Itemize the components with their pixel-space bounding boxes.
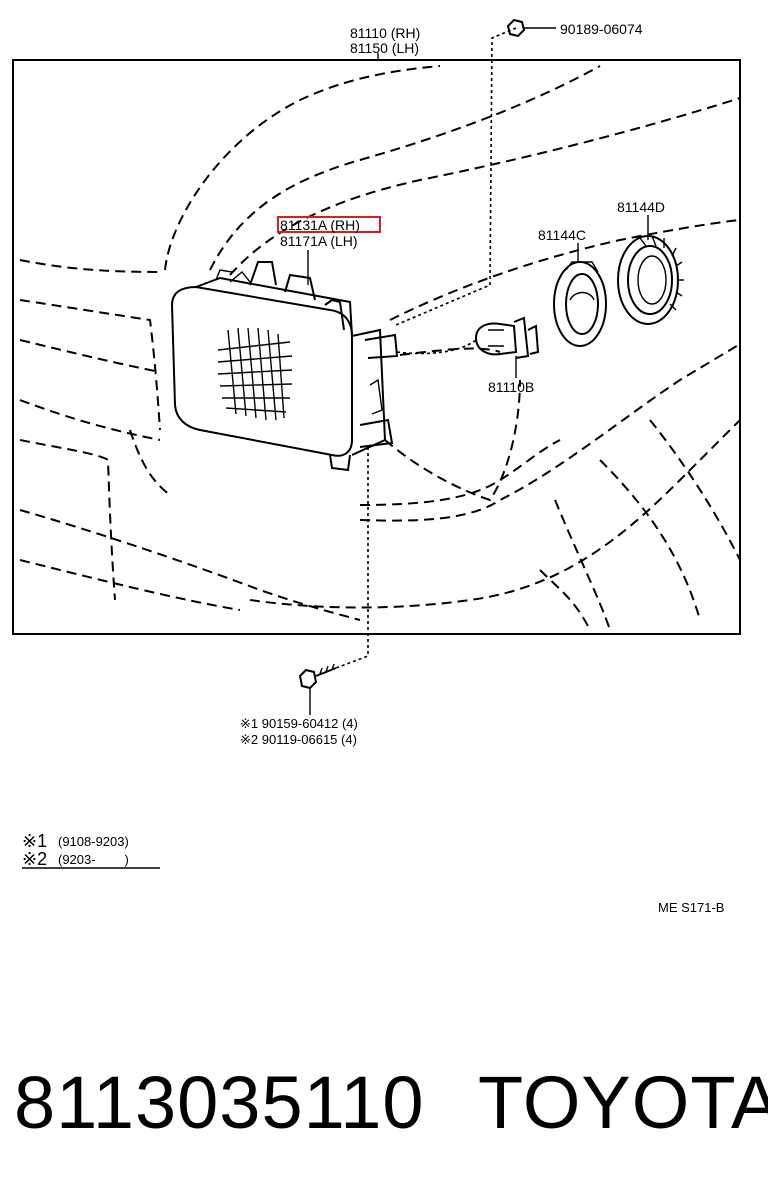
label-bolt-2: ※2 90119-06615 (4) [240,732,357,747]
dust-cover [617,235,684,325]
legend-mark-2: ※2 [22,849,47,869]
label-bulb: 81110B [488,379,534,395]
legend: ※1 (9108-9203) ※2 (9203- ) [22,831,160,869]
diagram-frame [12,59,741,635]
vehicle-body-outline [19,65,741,631]
socket-ring [553,261,607,347]
bulb [474,316,540,359]
legend-range-2: (9203- ) [58,852,129,867]
headlamp-unit [170,261,399,472]
legend-range-1: (9108-9203) [58,834,129,849]
lens-grid [217,327,293,421]
label-assembly-rh: 81110 (RH) [350,25,420,41]
connection-lines [335,27,517,669]
label-bolt-1: ※1 90159-60412 (4) [240,716,358,731]
reference-code: ME S171-B [658,900,724,915]
label-assembly-lh: 81150 (LH) [350,40,419,56]
label-unit-lh: 81171A (LH) [280,233,358,249]
legend-mark-1: ※1 [22,831,47,851]
part-number: 8113035110 [14,1061,425,1144]
highlight-box [277,216,381,233]
label-unit-rh: 81131A (RH) [280,217,360,233]
label-screw-top: 90189-06074 [560,21,643,37]
leader-lines [307,27,649,715]
brand-name: TOYOTA [478,1061,768,1144]
bolt [298,663,337,690]
label-socket: 81144C [538,227,586,243]
label-cover: 81144D [617,199,665,215]
screw-top [506,18,526,38]
